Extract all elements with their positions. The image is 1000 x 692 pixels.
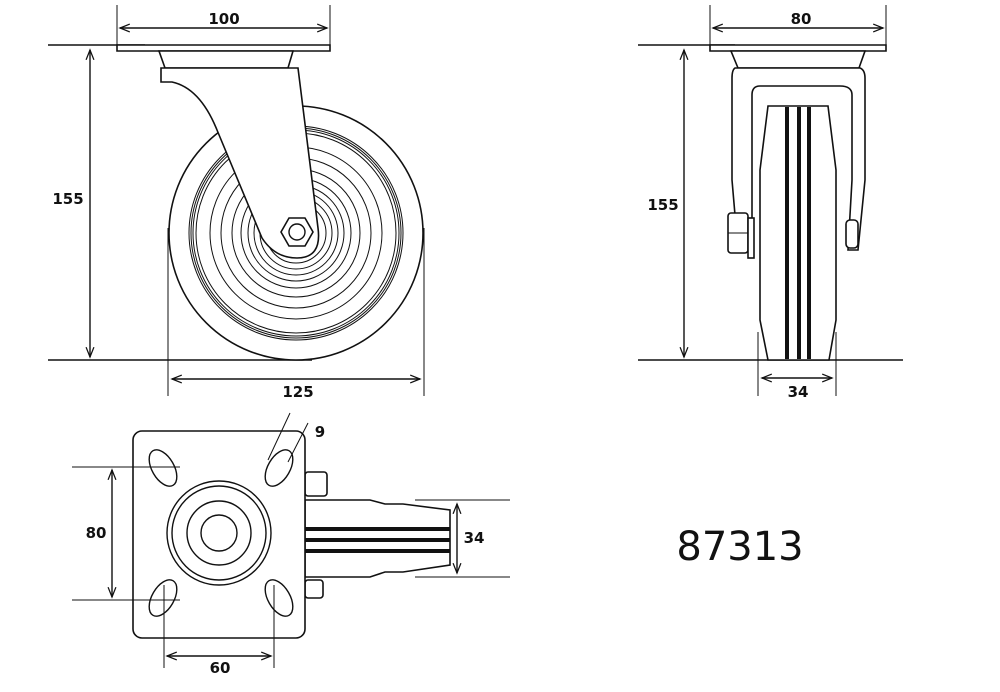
axle-cap-icon [845, 219, 859, 249]
height-label: 155 [52, 190, 83, 208]
width-label: 80 [791, 10, 812, 28]
height-label: 155 [647, 196, 678, 214]
kingpin-bearing [166, 480, 272, 586]
wheel-width-label: 34 [464, 529, 485, 547]
front-view: 80 155 34 [638, 5, 903, 401]
hole-spacing-horizontal-label: 60 [210, 659, 231, 677]
top-plate [116, 44, 331, 52]
tread-groove [797, 107, 801, 359]
width-label: 100 [208, 10, 239, 28]
axle [288, 223, 306, 241]
fork [160, 67, 320, 259]
bolt-slot [148, 449, 178, 487]
part-number: 87313 [676, 524, 803, 570]
hole-spacing-vertical-label: 80 [86, 524, 107, 542]
top-plate [709, 44, 887, 52]
side-view: 100 155 125 [48, 5, 425, 401]
bolt-slot [264, 449, 294, 487]
tread-groove [807, 107, 811, 359]
swivel-bearing [157, 50, 295, 69]
axle-nut-icon [304, 471, 328, 497]
bolt-slot [264, 579, 294, 617]
mounting-plate [132, 430, 306, 639]
wheel-width-label: 34 [788, 383, 809, 401]
wheel-diameter-label: 125 [282, 383, 313, 401]
tread-groove [785, 107, 789, 359]
bolt-slot [148, 579, 178, 617]
hole-diameter-label: 9 [315, 423, 325, 441]
axle-nut-icon [280, 217, 314, 247]
swivel-bearing [729, 50, 867, 69]
top-view: 9 80 60 34 [72, 412, 510, 677]
hole-leader-line [267, 412, 291, 461]
